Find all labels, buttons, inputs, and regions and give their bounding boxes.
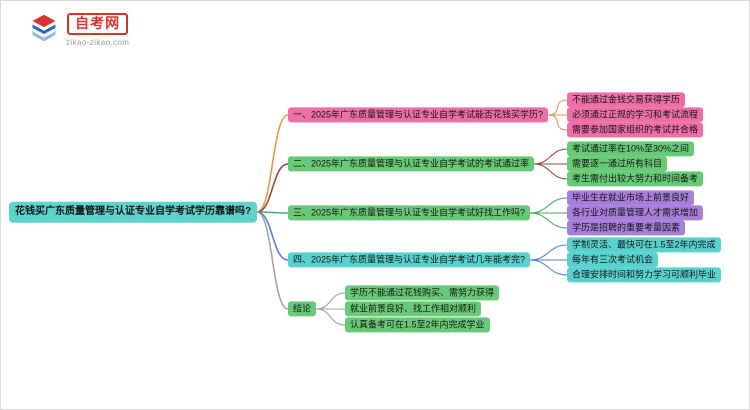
mindmap-child-node: 学历不能通过花钱购买、需努力获得 xyxy=(345,285,500,301)
mindmap-branch-node: 三、2025年广东质量管理与认证专业自学考试好找工作吗? xyxy=(288,205,531,221)
mindmap-child-node: 每年有三次考试机会 xyxy=(567,252,659,268)
mindmap-child-node: 毕业生在就业市场上前景良好 xyxy=(567,190,695,206)
mindmap-child-node: 考试通过率在10%至30%之间 xyxy=(567,141,695,157)
mindmap-branch-node: 四、2025年广东质量管理与认证专业自学考试几年能考完? xyxy=(288,252,531,268)
mindmap-child-node: 各行业对质量管理人才需求增加 xyxy=(567,205,704,221)
mindmap-child-node: 不能通过金钱交易获得学历 xyxy=(567,92,686,108)
mindmap-branch-node: 结论 xyxy=(288,301,317,317)
mindmap-branch-node: 二、2025年广东质量管理与认证专业自学考试的考试通过率 xyxy=(288,156,535,172)
mindmap-child-node: 认真备考可在1.5至2年内完成学业 xyxy=(345,317,490,333)
mindmap-child-node: 学制灵活、最快可在1.5至2年内完成 xyxy=(567,237,721,253)
mindmap-child-node: 需要逐一通过所有科目 xyxy=(567,156,668,172)
site-logo: 自考网 zikao-zikao.com xyxy=(29,13,129,47)
mindmap-child-node: 就业前景良好、找工作相对顺利 xyxy=(345,301,482,317)
mindmap-root-node: 花钱买广东质量管理与认证专业自学考试学历靠谱吗? xyxy=(9,201,258,223)
mindmap-child-node: 学历是招聘的重要考量因素 xyxy=(567,220,686,236)
site-logo-icon xyxy=(29,13,59,43)
site-domain: zikao-zikao.com xyxy=(66,37,130,47)
mindmap-child-node: 需要参加国家组织的考试并合格 xyxy=(567,122,704,138)
site-name: 自考网 xyxy=(67,13,129,35)
mindmap-branch-node: 一、2025年广东质量管理与认证专业自学考试能否花钱买学历? xyxy=(288,107,549,123)
mindmap-child-node: 必须通过正规的学习和考试流程 xyxy=(567,107,704,123)
mindmap-child-node: 考生需付出较大努力和时间备考 xyxy=(567,171,704,187)
mindmap-child-node: 合理安排时间和努力学习可顺利毕业 xyxy=(567,267,722,283)
